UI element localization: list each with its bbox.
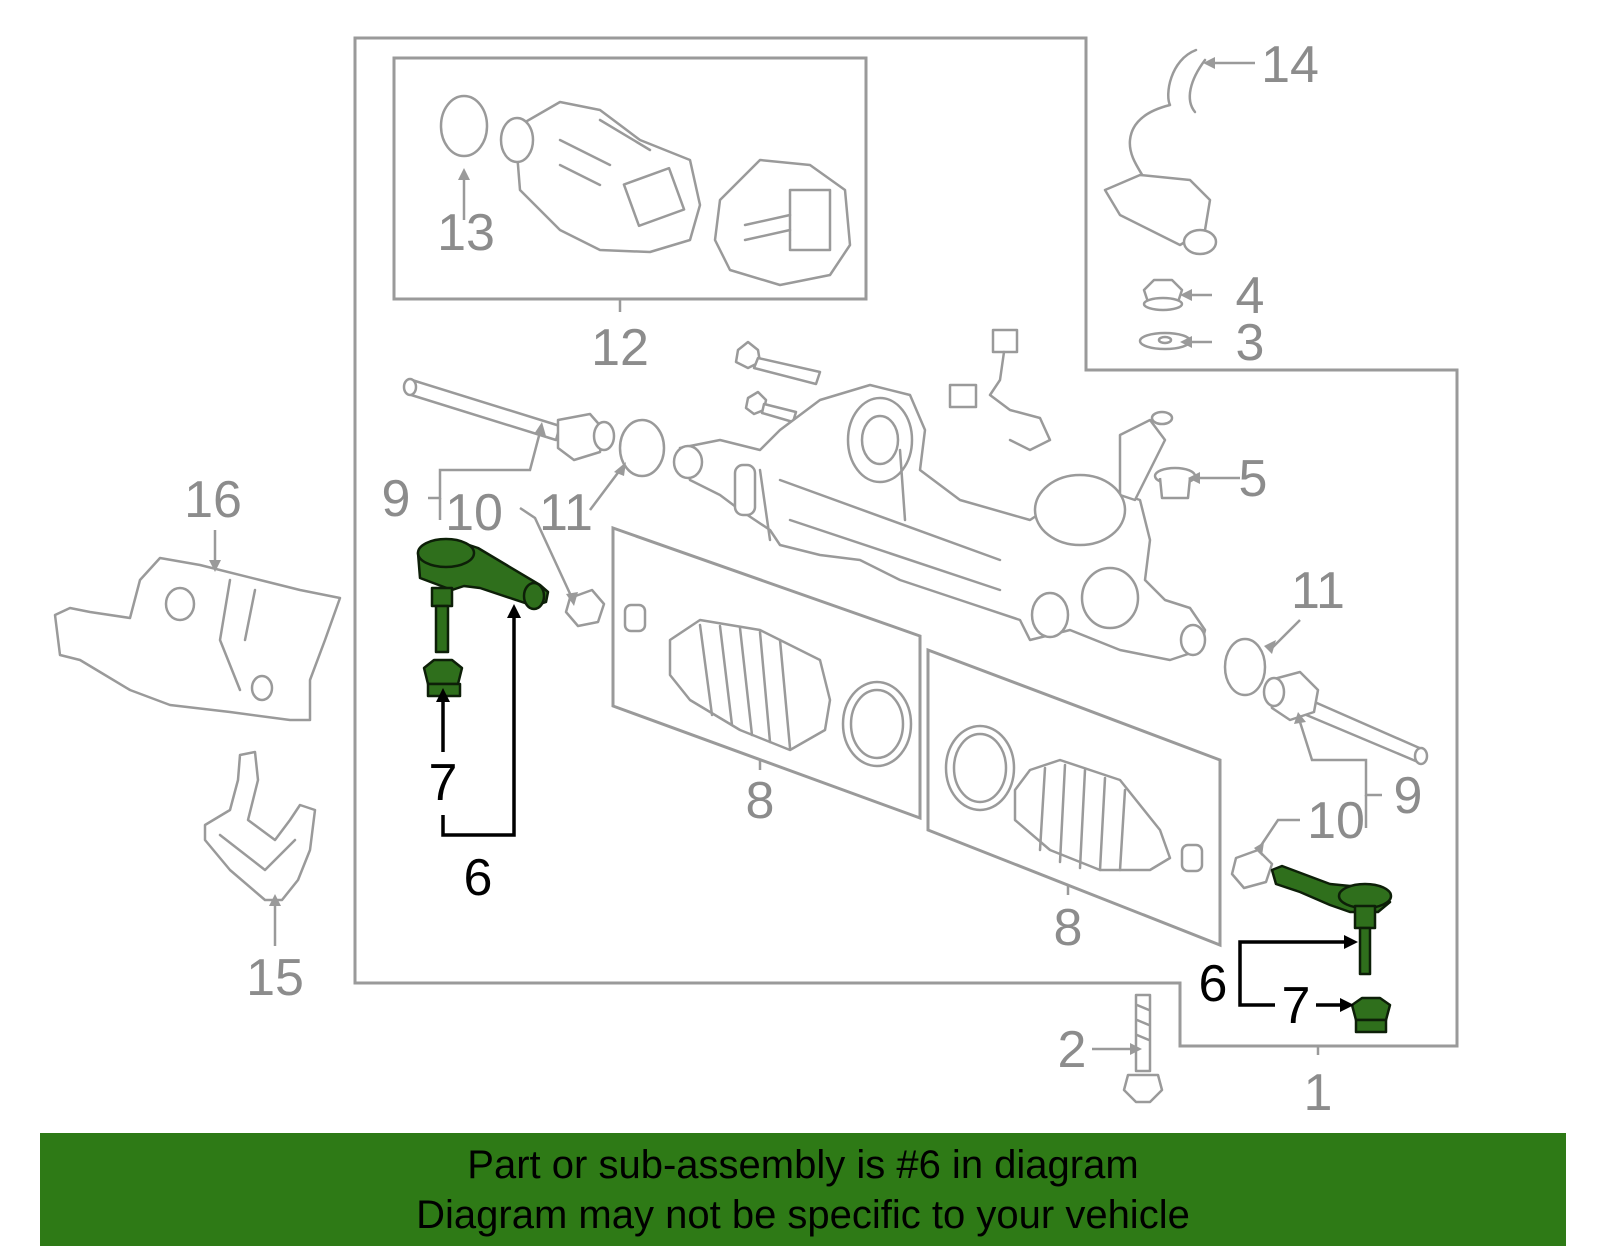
steering-gear-housing xyxy=(672,383,1207,662)
o-ring-11-right xyxy=(1223,637,1267,697)
inner-tie-rod-left xyxy=(402,377,616,462)
motor-subassembly-box xyxy=(392,56,868,301)
outer-tie-rod-end-right[interactable] xyxy=(1270,864,1393,976)
callout-8-upper: 8 xyxy=(746,772,775,830)
bolt-upper xyxy=(734,340,822,386)
bushing-5 xyxy=(1153,466,1197,500)
callout-2: 2 xyxy=(1058,1021,1087,1079)
callout-16: 16 xyxy=(184,471,242,529)
nut-4 xyxy=(1142,278,1184,312)
callout-11-left: 11 xyxy=(539,484,593,542)
boot-kit-box-lower xyxy=(926,647,1222,948)
inner-tie-rod-right xyxy=(1262,670,1429,766)
callout-1: 1 xyxy=(1304,1064,1333,1122)
banner-line-1: Part or sub-assembly is #6 in diagram xyxy=(467,1142,1139,1187)
callout-6-left[interactable]: 6 xyxy=(464,849,493,907)
motor-end-cap xyxy=(713,158,852,287)
callout-7-left: 7 xyxy=(429,754,458,812)
boot-kit-box-upper xyxy=(611,525,922,821)
callout-9-right: 9 xyxy=(1394,767,1423,825)
motor-o-ring xyxy=(439,94,489,158)
motor-housing xyxy=(499,100,702,254)
callout-14: 14 xyxy=(1261,36,1319,94)
callout-12: 12 xyxy=(591,319,649,377)
highlight-leader-lines[interactable] xyxy=(441,616,1350,1007)
callout-13: 13 xyxy=(437,204,495,262)
washer-3-hole xyxy=(1157,335,1173,345)
callout-10-left: 10 xyxy=(445,484,503,542)
callout-3: 3 xyxy=(1236,314,1265,372)
bolt-2 xyxy=(1122,993,1164,1104)
callout-7-right: 7 xyxy=(1282,977,1311,1035)
highlight-arrowheads xyxy=(436,604,1358,1012)
bracket-15 xyxy=(203,750,317,902)
bolt-lower xyxy=(744,390,798,424)
callout-15: 15 xyxy=(246,949,304,1007)
info-banner: Part or sub-assembly is #6 in diagram Di… xyxy=(40,1133,1566,1246)
outer-tie-rod-end-left[interactable] xyxy=(416,537,550,654)
callout-4: 4 xyxy=(1236,267,1265,325)
callout-10-right: 10 xyxy=(1307,792,1365,850)
callout-8-lower: 8 xyxy=(1054,899,1083,957)
assembly-frame xyxy=(353,36,1459,1048)
nut-7-right[interactable] xyxy=(1350,996,1392,1034)
o-ring-11-left xyxy=(618,418,666,478)
connector-pigtail xyxy=(948,328,1052,452)
heat-shield-16 xyxy=(53,556,342,722)
callout-5: 5 xyxy=(1239,450,1268,508)
callout-9-left: 9 xyxy=(382,470,411,528)
jam-nut-10-right xyxy=(1230,848,1274,890)
callout-6-right[interactable]: 6 xyxy=(1199,955,1228,1013)
callout-11-right: 11 xyxy=(1291,562,1345,620)
boot-upper xyxy=(623,603,913,768)
leader-lines xyxy=(213,61,1382,1055)
leader-arrowheads xyxy=(209,57,1306,1055)
boot-lower xyxy=(944,724,1204,873)
wiring-harness xyxy=(1103,48,1218,256)
banner-line-2: Diagram may not be specific to your vehi… xyxy=(416,1192,1190,1237)
